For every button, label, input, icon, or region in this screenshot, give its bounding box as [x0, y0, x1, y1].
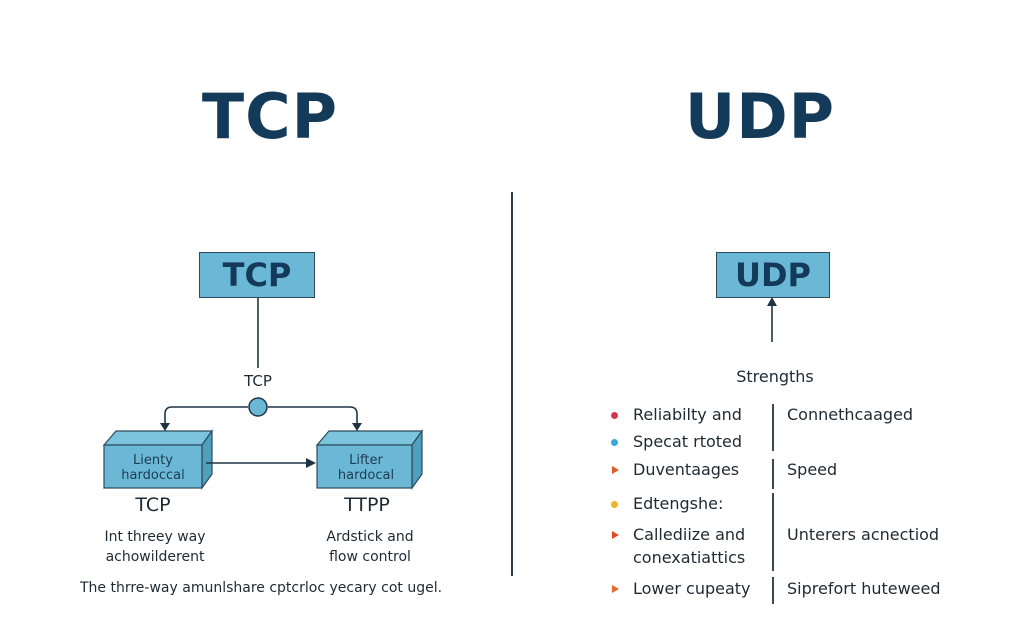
- strength-item-left: Duventaages: [633, 460, 740, 479]
- strength-item-right: Siprefort huteweed: [787, 579, 941, 598]
- right-cube-text-line2: hardocal: [337, 468, 395, 483]
- tcp-junction-node: [248, 397, 268, 417]
- bullet-triangle-icon: [612, 585, 619, 593]
- left-cube-text-line2: hardoccal: [121, 468, 185, 483]
- tcp-branch-left: [164, 406, 248, 424]
- tcp-box: TCP: [199, 252, 315, 298]
- bullet-triangle-icon: [612, 466, 619, 474]
- strength-item-left: Lower cupeaty: [633, 579, 751, 598]
- strength-item-left: Reliabilty and: [633, 405, 742, 424]
- udp-box: UDP: [716, 252, 830, 298]
- left-cube-text-line1: Lienty: [133, 453, 173, 468]
- list-separator: [772, 459, 774, 489]
- cube-top-face: [102, 430, 214, 446]
- list-separator: [772, 493, 774, 571]
- right-cube-text: Lifter hardocal: [317, 453, 415, 483]
- left-cube-description: Int threey way achowilderent: [90, 527, 220, 567]
- left-cube-text: Lienty hardoccal: [104, 453, 202, 483]
- strength-item-right: Connethcaaged: [787, 405, 914, 424]
- cube-link-arrow-head: [306, 458, 316, 468]
- strength-item-left: Edtengshe:: [633, 494, 724, 513]
- bullet-dot-icon: [611, 412, 618, 419]
- tcp-right-cube: [315, 429, 424, 490]
- tcp-junction-label: TCP: [244, 372, 272, 390]
- right-cube-description: Ardstick and flow control: [300, 527, 440, 567]
- strength-item-left: conexatiattics: [633, 548, 746, 567]
- left-cube-label: TCP: [135, 494, 171, 516]
- list-separator: [772, 404, 774, 451]
- udp-strengths-label: Strengths: [736, 367, 814, 386]
- strength-item-right: Speed: [787, 460, 838, 479]
- arrow-head-left: [160, 423, 170, 431]
- bullet-triangle-icon: [612, 531, 619, 539]
- bullet-dot-icon: [611, 501, 618, 508]
- right-desc-line2: flow control: [329, 549, 411, 565]
- tcp-title: TCP: [201, 80, 339, 153]
- tcp-left-cube: [102, 429, 214, 490]
- udp-arrow-head: [767, 297, 777, 306]
- cube-front-face: [103, 444, 203, 489]
- cube-front-face: [316, 444, 413, 489]
- center-divider: [511, 192, 513, 576]
- right-cube-label: TTPP: [344, 494, 390, 516]
- left-desc-line1: Int threey way: [104, 529, 206, 545]
- tcp-branch-right: [268, 406, 358, 424]
- cube-top-face: [315, 430, 424, 446]
- bullet-dot-icon: [611, 439, 618, 446]
- tcp-connectors: [102, 298, 424, 490]
- tcp-footer-note: The thrre-way amunlshare cptcrloc yecary…: [80, 580, 443, 596]
- strength-item-left: Specat rtoted: [633, 432, 743, 451]
- strength-item-right: Unterers acnectiod: [787, 525, 940, 544]
- udp-up-arrow: [767, 297, 777, 342]
- right-cube-text-line1: Lifter: [349, 453, 383, 468]
- left-desc-line2: achowilderent: [105, 549, 205, 565]
- list-separator: [772, 577, 774, 604]
- strength-item-left: Callediize and: [633, 525, 746, 544]
- right-desc-line1: Ardstick and: [326, 529, 414, 545]
- arrow-head-right: [352, 423, 362, 431]
- udp-title: UDP: [684, 80, 836, 153]
